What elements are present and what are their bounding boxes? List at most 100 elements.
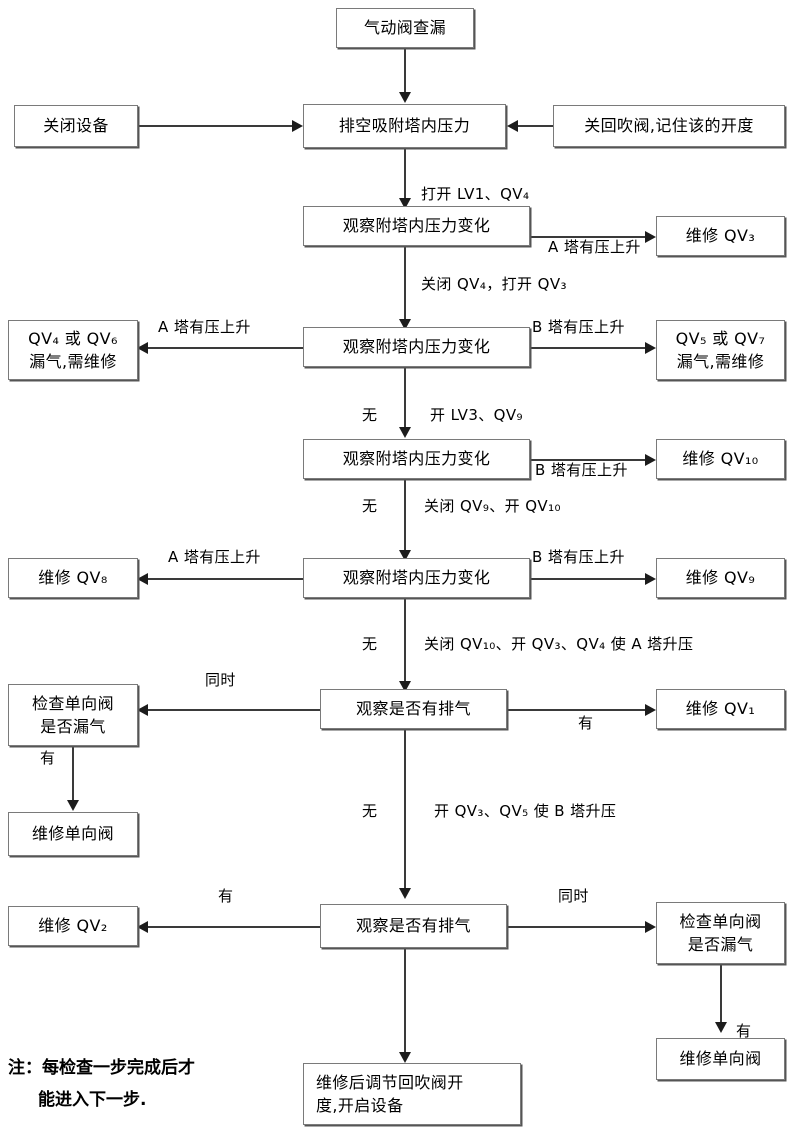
- node-repair-qv1-label: 维修 QV₁: [685, 699, 756, 719]
- arrowhead-right-exhaust1-qv1: [645, 704, 656, 716]
- edge-label-open-lv3-qv9: 开 LV3、QV₉: [430, 406, 523, 424]
- node-observe-pressure-2-label: 观察附塔内压力变化: [342, 337, 491, 357]
- node-observe-pressure-3-label: 观察附塔内压力变化: [342, 449, 491, 469]
- arrowhead-left-exhaust2-qv2: [137, 921, 148, 933]
- node-qv5-or-qv7-leak-line1: QV₅ 或 QV₇: [675, 328, 766, 348]
- edge-observe1-to-repair-qv3: [530, 236, 650, 238]
- node-observe-exhaust-1-label: 观察是否有排气: [356, 699, 471, 719]
- node-repair-qv3[interactable]: 维修 QV₃: [656, 216, 785, 256]
- arrowhead-down-vent-observe1: [399, 198, 411, 209]
- edge-label-tower-b-rise-4: B 塔有压上升: [532, 548, 625, 566]
- node-check-check-valve-2-line2: 是否漏气: [687, 935, 754, 954]
- edge-label-tower-a-rise-1: A 塔有压上升: [548, 238, 641, 256]
- node-close-backblow-valve[interactable]: 关回吹阀,记住该的开度: [553, 105, 785, 147]
- edge-observe4-to-repair-qv8: [148, 578, 303, 580]
- arrowhead-right-observe3-qv10: [645, 454, 656, 466]
- edge-observe2-to-qv5-qv7: [530, 347, 650, 349]
- node-shutdown-equipment-label: 关闭设备: [43, 116, 109, 136]
- arrowhead-down-start-vent: [399, 92, 411, 103]
- node-observe-exhaust-2-label: 观察是否有排气: [356, 916, 471, 936]
- node-observe-exhaust-1[interactable]: 观察是否有排气: [320, 689, 507, 729]
- node-repair-qv2[interactable]: 维修 QV₂: [8, 906, 138, 946]
- node-start[interactable]: 气动阀查漏: [336, 8, 474, 48]
- edge-start-to-vent: [404, 48, 406, 94]
- arrowhead-right-observe1-qv3: [645, 231, 656, 243]
- node-vent-tower-pressure-label: 排空吸附塔内压力: [338, 116, 471, 136]
- node-observe-pressure-4[interactable]: 观察附塔内压力变化: [303, 558, 530, 598]
- node-repair-qv10[interactable]: 维修 QV₁₀: [656, 439, 785, 479]
- arrowhead-left-exhaust1-checkvalve1: [137, 704, 148, 716]
- arrowhead-right-shutdown-vent: [292, 120, 303, 132]
- node-observe-pressure-3[interactable]: 观察附塔内压力变化: [303, 439, 530, 479]
- edge-vent-to-observe1: [404, 148, 406, 202]
- node-repair-check-valve-1[interactable]: 维修单向阀: [8, 812, 138, 856]
- node-repair-check-valve-2-label: 维修单向阀: [679, 1049, 762, 1069]
- edge-label-has-3: 有: [218, 887, 234, 905]
- node-observe-pressure-1[interactable]: 观察附塔内压力变化: [303, 206, 530, 246]
- node-repair-qv2-label: 维修 QV₂: [38, 916, 108, 936]
- node-check-check-valve-1-line1: 检查单向阀: [31, 693, 114, 713]
- node-final-step-line2: 度,开启设备: [316, 1096, 404, 1115]
- arrowhead-left-observe2-qv4qv6: [137, 342, 148, 354]
- arrowhead-down-observe1-observe2: [399, 319, 411, 330]
- arrowhead-down-observe4-exhaust1: [399, 681, 411, 692]
- node-shutdown-equipment[interactable]: 关闭设备: [14, 105, 138, 147]
- edge-checkvalve1-to-repair: [72, 746, 74, 806]
- edge-label-simultaneously-2: 同时: [558, 887, 589, 905]
- edge-exhaust1-to-check-valve-1: [148, 709, 320, 711]
- arrowhead-down-observe2-observe3: [399, 427, 411, 438]
- arrowhead-right-exhaust2-checkvalve2: [645, 921, 656, 933]
- node-repair-qv8[interactable]: 维修 QV₈: [8, 558, 138, 598]
- arrowhead-right-observe4-qv9: [645, 573, 656, 585]
- arrowhead-down-exhaust2-final: [399, 1052, 411, 1063]
- node-check-check-valve-1-line2: 是否漏气: [40, 717, 106, 736]
- node-start-label: 气动阀查漏: [363, 18, 446, 38]
- node-final-step-line1: 维修后调节回吹阀开: [316, 1072, 464, 1092]
- edge-label-tower-b-rise-2: B 塔有压上升: [532, 318, 625, 336]
- node-repair-check-valve-2[interactable]: 维修单向阀: [656, 1038, 785, 1080]
- edge-exhaust1-to-repair-qv1: [507, 709, 650, 711]
- edge-label-tower-a-rise-4: A 塔有压上升: [168, 548, 261, 566]
- edge-observe2-to-qv4-qv6: [148, 347, 303, 349]
- node-final-step[interactable]: 维修后调节回吹阀开 度,开启设备: [303, 1063, 521, 1125]
- edge-observe3-to-observe4: [404, 479, 406, 557]
- edge-label-has-2: 有: [40, 749, 56, 767]
- edge-label-none-1: 无: [362, 406, 378, 424]
- edge-observe4-to-exhaust1: [404, 598, 406, 688]
- arrowhead-down-checkvalve1-repair: [67, 800, 79, 811]
- node-qv4-or-qv6-leak-line2: 漏气,需维修: [29, 352, 117, 371]
- node-repair-qv3-label: 维修 QV₃: [685, 226, 756, 246]
- edge-label-none-2: 无: [362, 497, 378, 515]
- edge-checkvalve2-to-repair: [720, 964, 722, 1030]
- arrowhead-down-observe3-observe4: [399, 550, 411, 561]
- node-repair-qv1[interactable]: 维修 QV₁: [656, 689, 785, 729]
- node-observe-exhaust-2[interactable]: 观察是否有排气: [320, 904, 507, 948]
- edge-label-tower-a-rise-2: A 塔有压上升: [158, 318, 251, 336]
- edge-label-simultaneously-1: 同时: [205, 671, 236, 689]
- node-check-check-valve-2[interactable]: 检查单向阀 是否漏气: [656, 902, 785, 964]
- node-qv4-or-qv6-leak-line1: QV₄ 或 QV₆: [28, 328, 118, 348]
- edge-shutdown-to-vent: [138, 125, 296, 127]
- edge-exhaust2-to-check-valve-2: [507, 926, 650, 928]
- edge-label-none-4: 无: [362, 802, 378, 820]
- node-observe-pressure-2[interactable]: 观察附塔内压力变化: [303, 327, 530, 367]
- node-repair-qv9[interactable]: 维修 QV₉: [656, 558, 785, 598]
- node-qv4-or-qv6-leak[interactable]: QV₄ 或 QV₆ 漏气,需维修: [8, 320, 138, 380]
- arrowhead-down-exhaust1-exhaust2: [399, 888, 411, 899]
- footer-note: 注：每检查一步完成后才 能进入下一步.: [8, 1052, 195, 1117]
- edge-exhaust1-to-exhaust2: [404, 729, 406, 895]
- edge-label-open-qv3-qv5: 开 QV₃、QV₅ 使 B 塔升压: [434, 802, 617, 820]
- node-qv5-or-qv7-leak-line2: 漏气,需维修: [676, 352, 765, 371]
- edge-observe4-to-repair-qv9: [530, 578, 650, 580]
- node-check-check-valve-1[interactable]: 检查单向阀 是否漏气: [8, 684, 138, 746]
- edge-label-close-qv9-open-qv10: 关闭 QV₉、开 QV₁₀: [424, 497, 561, 515]
- node-observe-pressure-1-label: 观察附塔内压力变化: [342, 216, 491, 236]
- node-qv5-or-qv7-leak[interactable]: QV₅ 或 QV₇ 漏气,需维修: [656, 320, 785, 380]
- node-repair-qv9-label: 维修 QV₉: [685, 568, 756, 588]
- node-vent-tower-pressure[interactable]: 排空吸附塔内压力: [303, 104, 506, 148]
- footer-note-line2: 能进入下一步.: [38, 1090, 147, 1111]
- edge-exhaust2-to-final: [404, 948, 406, 1058]
- node-check-check-valve-2-line1: 检查单向阀: [679, 911, 762, 931]
- edge-exhaust2-to-repair-qv2: [148, 926, 320, 928]
